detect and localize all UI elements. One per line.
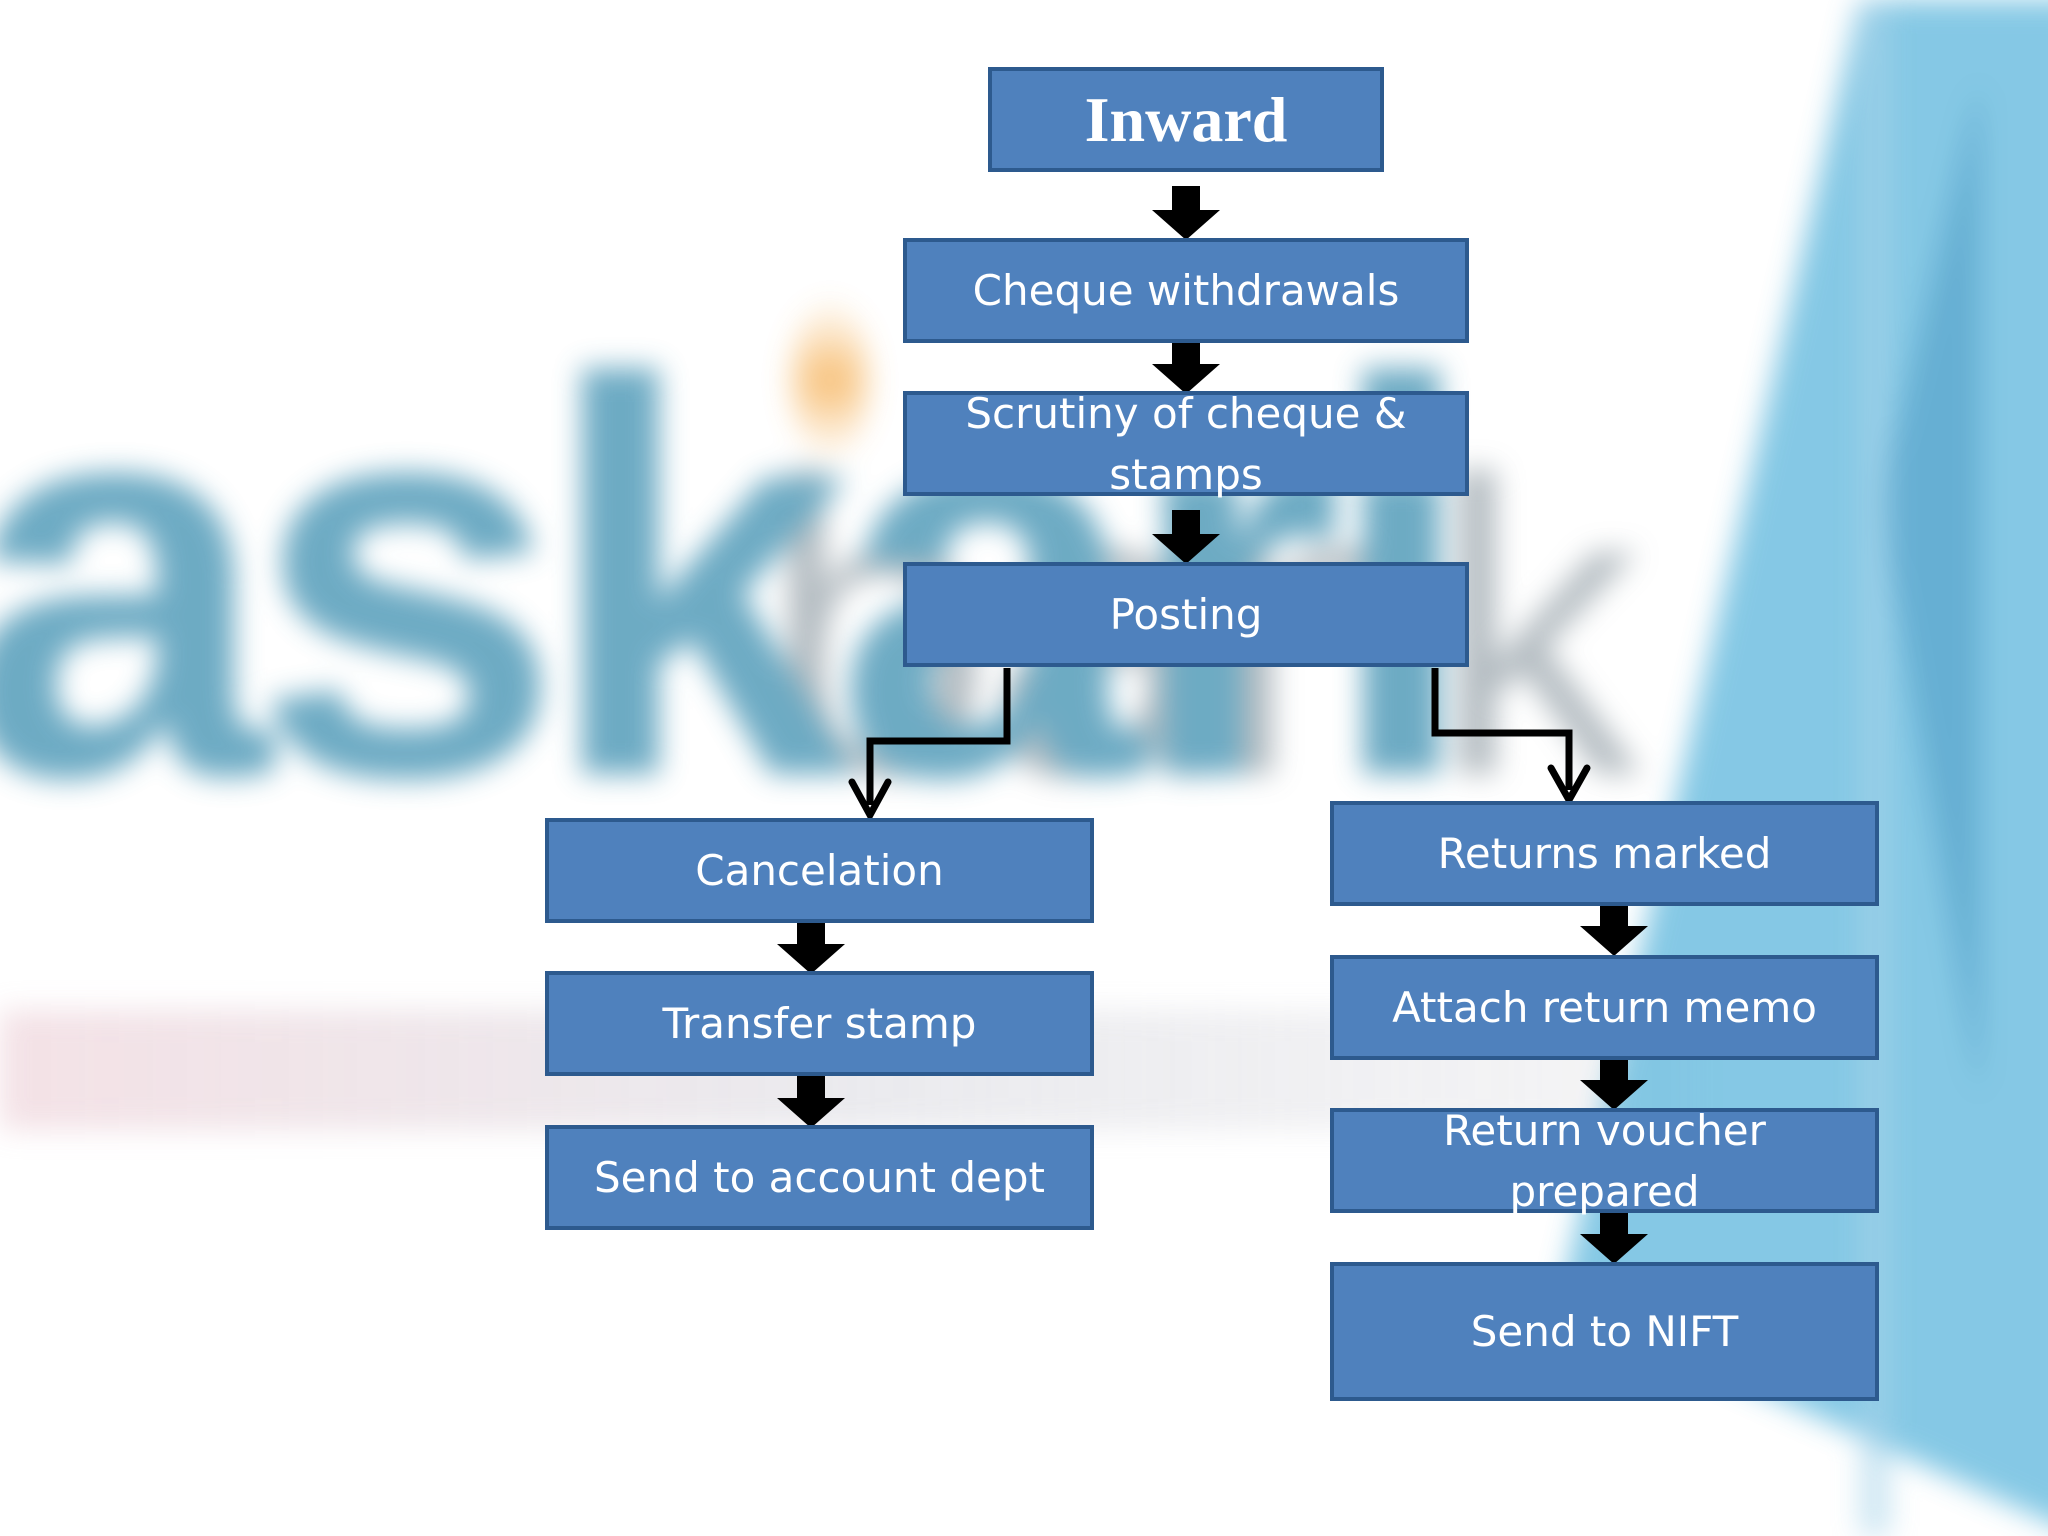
node-scrutiny: Scrutiny of cheque & stamps (903, 389, 1469, 499)
node-cancelation: Cancelation (545, 818, 1094, 923)
node-cheque-withdrawals-label: Cheque withdrawals (972, 266, 1400, 315)
node-posting: Posting (903, 562, 1469, 667)
node-transfer-stamp-label: Transfer stamp (662, 999, 977, 1048)
node-cheque-withdrawals: Cheque withdrawals (903, 238, 1469, 343)
node-attach-return-memo-label: Attach return memo (1392, 983, 1817, 1032)
node-send-to-nift-label: Send to NIFT (1470, 1307, 1739, 1356)
node-return-voucher-prepared-label: Return voucher prepared (1443, 1105, 1766, 1216)
node-scrutiny-label: Scrutiny of cheque & stamps (965, 388, 1407, 499)
node-cancelation-label: Cancelation (695, 846, 944, 895)
node-attach-return-memo: Attach return memo (1330, 955, 1879, 1060)
node-inward: Inward (988, 67, 1384, 172)
node-transfer-stamp: Transfer stamp (545, 971, 1094, 1076)
node-inward-label: Inward (1084, 84, 1288, 155)
node-send-to-account-dept: Send to account dept (545, 1125, 1094, 1230)
node-send-to-nift: Send to NIFT (1330, 1262, 1879, 1401)
node-posting-label: Posting (1109, 590, 1263, 639)
node-send-to-account-dept-label: Send to account dept (594, 1153, 1045, 1202)
node-return-voucher-prepared: Return voucher prepared (1330, 1106, 1879, 1216)
watermark-flame (790, 300, 870, 460)
node-returns-marked-label: Returns marked (1437, 829, 1772, 878)
node-returns-marked: Returns marked (1330, 801, 1879, 906)
